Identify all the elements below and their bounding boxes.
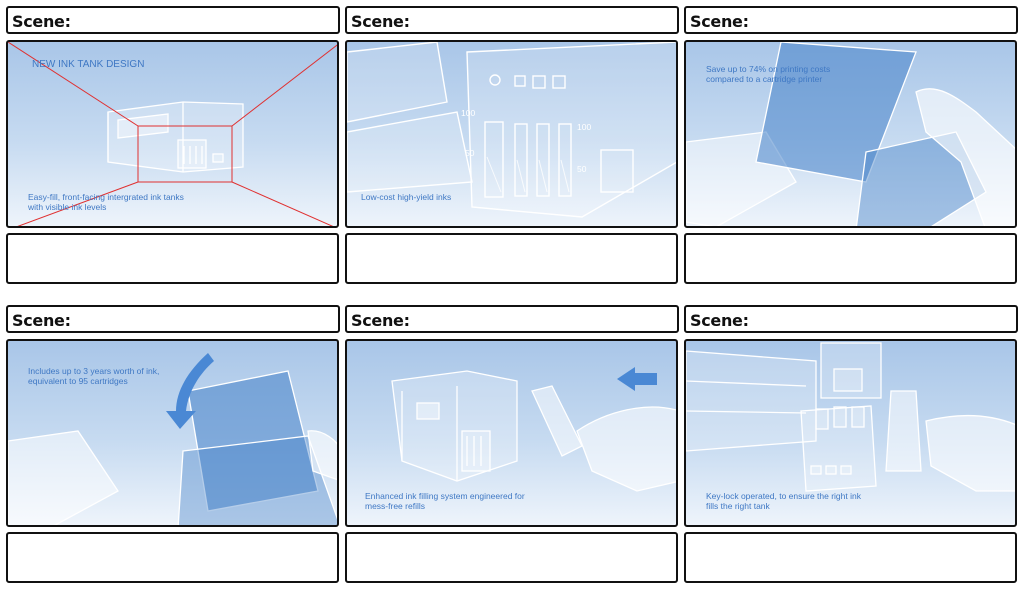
scene-label-4[interactable]: Scene: <box>6 305 340 333</box>
storyboard-panel-4: Includes up to 3 years worth of ink, equ… <box>6 339 339 527</box>
notes-box-1[interactable] <box>6 233 339 284</box>
panel-3-caption: Save up to 74% on printing costs compare… <box>706 64 831 84</box>
panel-6-caption: Key-lock operated, to ensure the right i… <box>706 491 861 511</box>
paper-hand-illustration <box>686 42 1015 226</box>
panel-4-caption: Includes up to 3 years worth of ink, equ… <box>28 366 160 386</box>
storyboard-panel-5: Enhanced ink filling system engineered f… <box>345 339 678 527</box>
scene-label-6[interactable]: Scene: <box>684 305 1018 333</box>
tank-tick-right-100: 100 <box>577 122 592 132</box>
ink-refill-illustration <box>391 367 676 492</box>
storyboard-panel-1: NEW INK TANK DESIGN Easy-fill, front-fac… <box>6 40 339 228</box>
notes-box-4[interactable] <box>6 532 339 583</box>
scene-label-5[interactable]: Scene: <box>345 305 679 333</box>
printer-illustration <box>8 42 337 226</box>
notes-box-2[interactable] <box>345 233 678 284</box>
ink-tank-illustration <box>347 42 676 218</box>
paper-stack-illustration <box>8 353 337 525</box>
key-lock-illustration <box>686 342 1015 492</box>
tank-tick-left-100: 100 <box>461 108 476 118</box>
scene-label-3[interactable]: Scene: <box>684 6 1018 34</box>
scene-label-2[interactable]: Scene: <box>345 6 679 34</box>
tank-tick-left-50: 50 <box>465 148 475 158</box>
tank-tick-right-50: 50 <box>577 164 587 174</box>
storyboard-panel-3: Save up to 74% on printing costs compare… <box>684 40 1017 228</box>
storyboard-panel-6: Key-lock operated, to ensure the right i… <box>684 339 1017 527</box>
notes-box-6[interactable] <box>684 532 1017 583</box>
storyboard-panel-2: 100 50 100 50 Low-cost high-yield inks <box>345 40 678 228</box>
notes-box-3[interactable] <box>684 233 1017 284</box>
panel-1-caption: Easy-fill, front-facing intergrated ink … <box>28 192 184 212</box>
panel-2-caption: Low-cost high-yield inks <box>361 192 452 202</box>
scene-label-1[interactable]: Scene: <box>6 6 340 34</box>
panel-5-caption: Enhanced ink filling system engineered f… <box>365 491 525 511</box>
panel-1-title: NEW INK TANK DESIGN <box>32 59 145 70</box>
notes-box-5[interactable] <box>345 532 678 583</box>
